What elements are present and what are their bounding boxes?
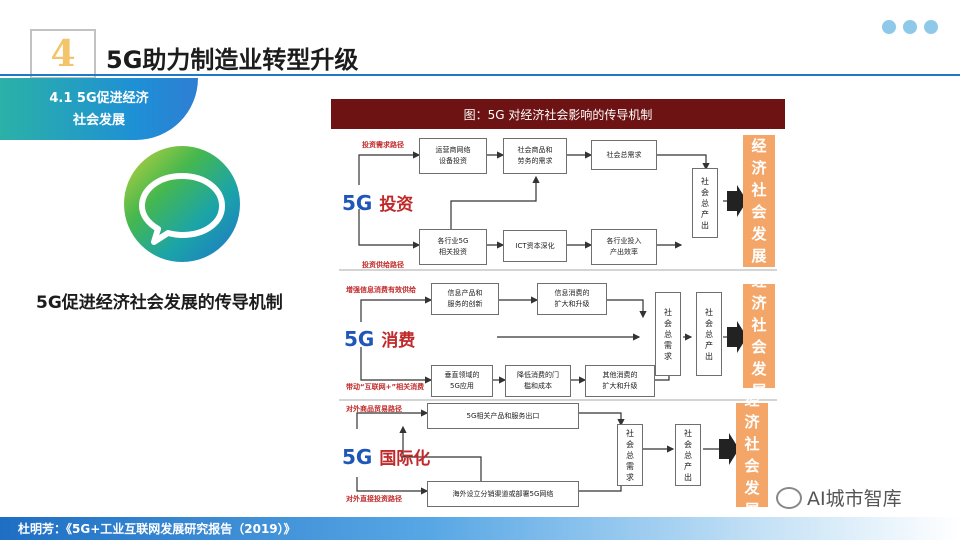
inv-bottom-path: 投资供给路径 — [362, 261, 404, 269]
box-other: 其他消费的 扩大和升级 — [585, 365, 655, 397]
inv-5g: 5G — [342, 191, 373, 215]
box-con-output: 社 会 总 产 出 — [696, 292, 722, 376]
footer-source: 杜明芳：《5G+工业互联网发展研究报告（2019）》 — [18, 522, 296, 536]
section-number: 4 — [30, 29, 96, 79]
box-ict: ICT资本深化 — [503, 230, 567, 262]
watermark-text: AI城市智库 — [807, 488, 902, 510]
wechat-icon — [776, 486, 802, 509]
box-operator: 运营商网络 设备投资 — [419, 138, 487, 174]
box-expand: 信息消费的 扩大和升级 — [537, 283, 607, 315]
page-title: 5G助力制造业转型升级 — [106, 46, 359, 74]
int-5g: 5G — [342, 445, 373, 469]
footer-bar — [0, 517, 960, 540]
box-lower: 降低消费的门 槛和成本 — [505, 365, 571, 397]
diagram-title: 图：5G 对经济社会影响的传导机制 — [331, 99, 785, 129]
box-con-demand: 社 会 总 需 求 — [655, 292, 681, 376]
watermark: AI城市智库 — [776, 484, 902, 511]
con-label: 5G 消费 — [344, 326, 415, 351]
box-industry-5g: 各行业5G 相关投资 — [419, 229, 487, 265]
inv-top-path: 投资需求路径 — [362, 141, 404, 149]
box-industry-input: 各行业投入 产出效率 — [591, 229, 657, 265]
result-investment: 经 济 社 会 发 展 — [743, 135, 775, 267]
inv-cn: 投资 — [379, 195, 414, 215]
dot-1 — [882, 20, 896, 34]
box-info-products: 信息产品和 服务的创新 — [431, 283, 499, 315]
inv-label: 5G 投资 — [342, 190, 413, 215]
int-cn: 国际化 — [379, 449, 431, 469]
title-underline — [0, 74, 960, 76]
subtitle: 5G促进经济社会发展的传导机制 — [36, 293, 283, 313]
result-consumption: 经 济 社 会 发 展 — [743, 272, 775, 400]
diagram-connectors — [339, 151, 777, 495]
int-top-path: 对外商品贸易路径 — [346, 405, 402, 413]
con-cn: 消费 — [381, 331, 416, 351]
con-5g: 5G — [344, 327, 375, 351]
result-international: 经 济 社 会 发 展 — [736, 391, 768, 519]
section-line1: 4.1 5G促进经济 — [49, 91, 149, 106]
box-overseas: 海外设立分销渠道或部署5G网络 — [427, 481, 579, 507]
int-label: 5G 国际化 — [342, 444, 430, 469]
dot-3 — [924, 20, 938, 34]
box-gdp: 社 会 总 产 出 — [692, 168, 718, 238]
con-top-path: 增强信息消费有效供给 — [346, 286, 416, 294]
chat-bubble-icon — [124, 146, 240, 262]
box-int-demand: 社 会 总 需 求 — [617, 424, 643, 486]
dot-2 — [903, 20, 917, 34]
section-tab: 4.1 5G促进经济 社会发展 — [0, 78, 198, 140]
int-bottom-path: 对外直接投资路径 — [346, 495, 402, 503]
box-vertical: 垂直领域的 5G应用 — [431, 365, 493, 397]
con-bottom-path: 带动“互联网+”相关消费 — [346, 383, 425, 391]
box-social-goods: 社会商品和 劳务的需求 — [503, 138, 567, 174]
box-int-output: 社 会 总 产 出 — [675, 424, 701, 486]
section-line2: 社会发展 — [72, 113, 125, 128]
window-dots — [882, 20, 938, 34]
box-social-demand: 社会总需求 — [591, 140, 657, 170]
box-export: 5G相关产品和服务出口 — [427, 403, 579, 429]
